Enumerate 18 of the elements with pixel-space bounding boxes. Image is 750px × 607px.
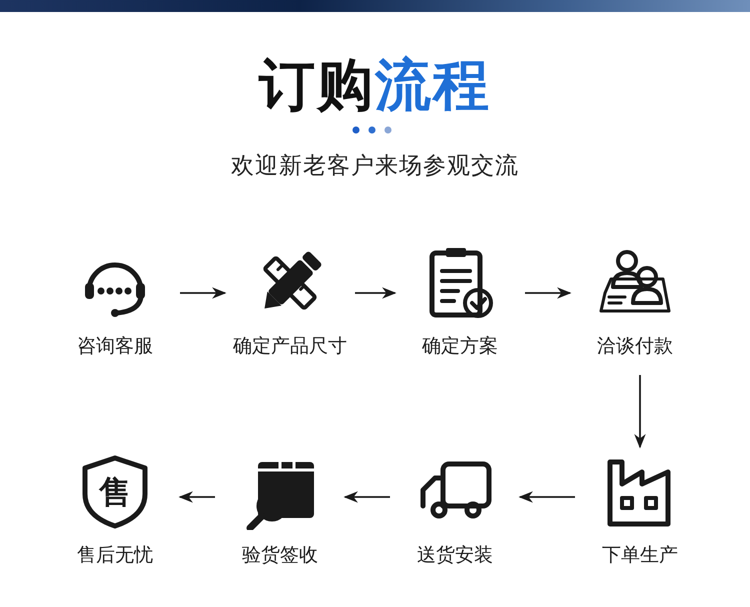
step-label: 确定产品尺寸: [233, 334, 347, 359]
subtitle: 欢迎新老客户来场参观交流: [230, 152, 520, 181]
arrow: [525, 287, 572, 299]
arrow: [518, 491, 575, 503]
arrow: [178, 491, 215, 503]
arrow: [180, 287, 226, 299]
arrow: [634, 375, 646, 448]
step-label: 确定方案: [422, 334, 498, 359]
step-label: 售后无忧: [77, 543, 153, 568]
arrow: [355, 287, 396, 299]
arrow: [344, 491, 390, 503]
step-label: 洽谈付款: [597, 334, 673, 359]
step-label: 验货签收: [242, 543, 318, 568]
icon-character: 售: [98, 472, 132, 512]
step-label: 下单生产: [602, 543, 678, 568]
step-label: 咨询客服: [77, 334, 153, 359]
step-label: 送货安装: [417, 543, 493, 568]
title: 订购流程: [258, 52, 492, 120]
